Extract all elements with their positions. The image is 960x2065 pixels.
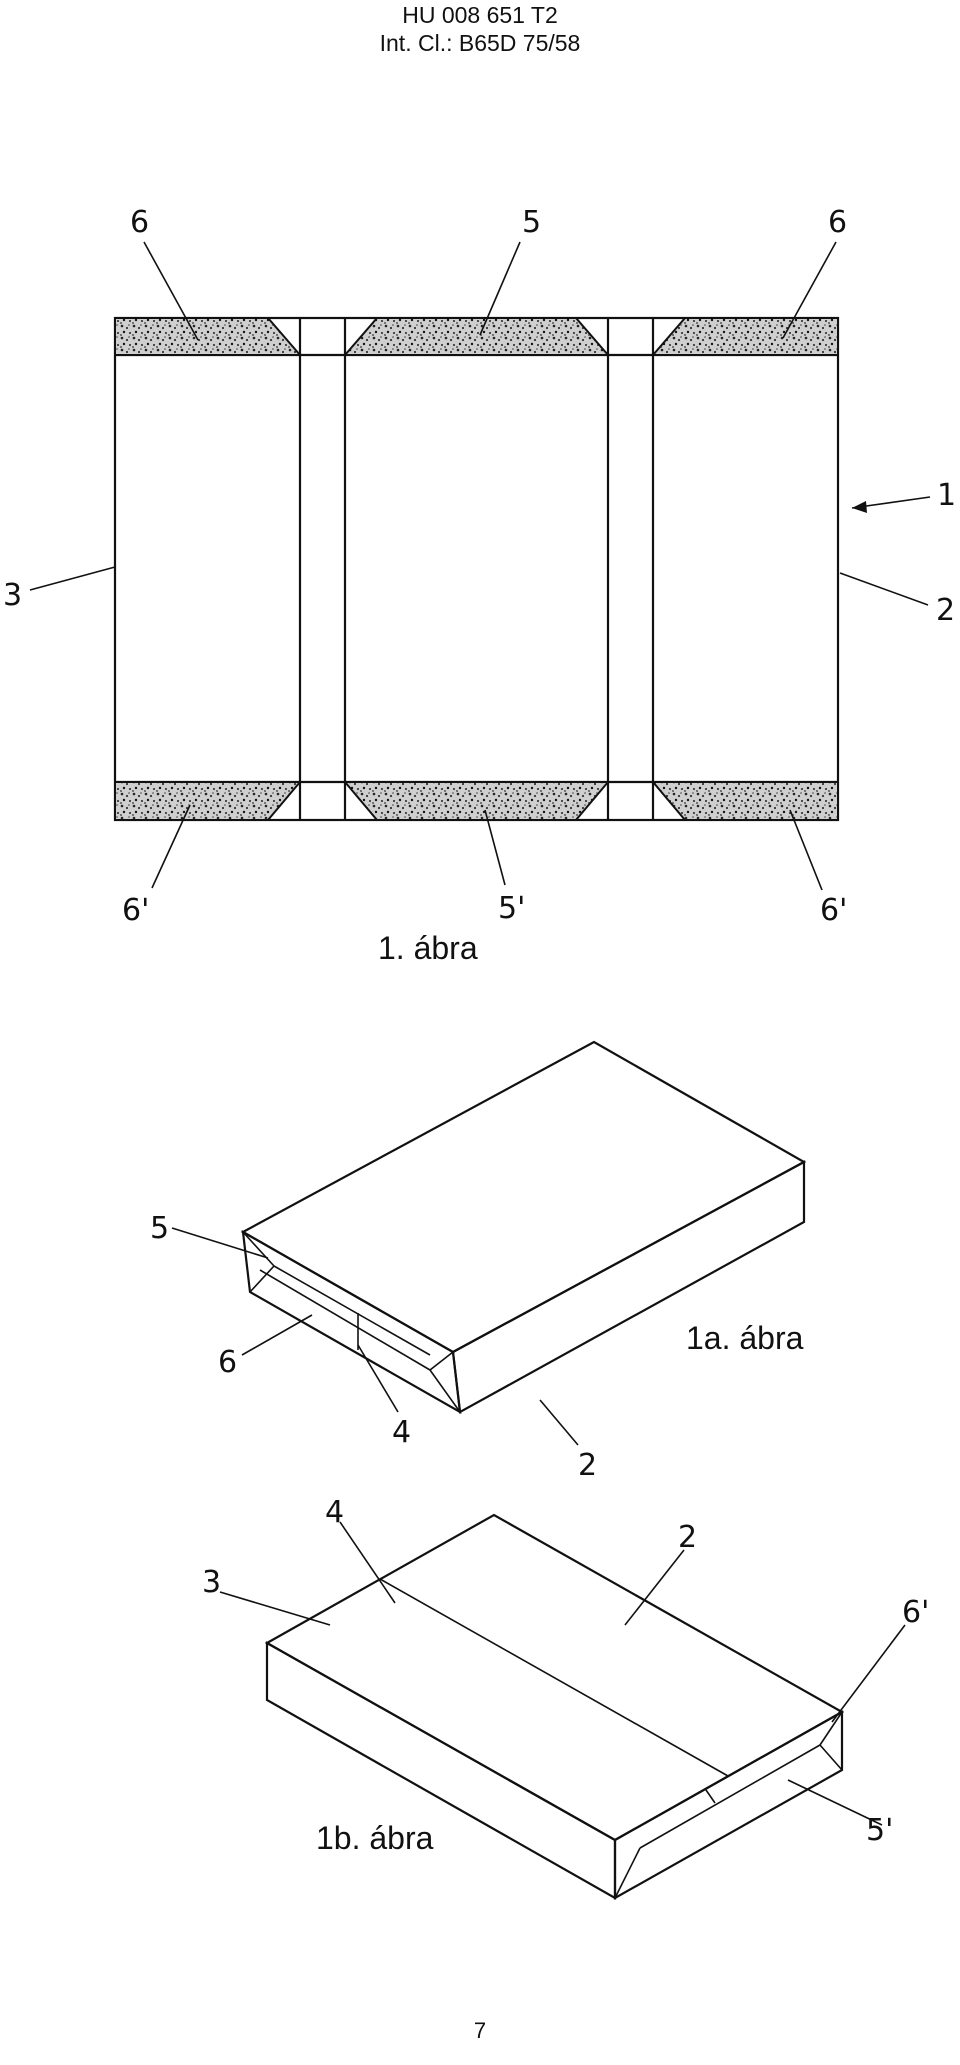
page-number: 7 xyxy=(473,2018,487,2043)
ref-2-b: 2 xyxy=(678,1520,697,1555)
figure-1b: 4 3 2 6' 5' xyxy=(202,1495,929,1900)
ref-6-top-right: 6 xyxy=(828,205,847,240)
package-top-face xyxy=(240,1040,807,1354)
figure-1a: 5 6 4 2 xyxy=(150,1040,807,1483)
ref-6-top-left: 6 xyxy=(130,205,149,240)
ref-5-top: 5 xyxy=(522,205,541,240)
ref-3: 3 xyxy=(3,578,22,613)
ref-6p-bottom-right: 6' xyxy=(820,893,847,928)
figure-1-caption: 1. ábra xyxy=(378,930,478,966)
adhesive-strip-6-top-right xyxy=(650,317,839,356)
ref-6p-bottom-left: 6' xyxy=(122,893,149,928)
adhesive-strip-5-top xyxy=(342,317,611,356)
ref-6: 6 xyxy=(218,1345,237,1380)
adhesive-strip-6-top-left xyxy=(114,317,303,356)
ref-1: 1 xyxy=(937,478,956,513)
ref-5p-bottom: 5' xyxy=(498,891,525,926)
classification: Int. Cl.: B65D 75/58 xyxy=(379,30,581,56)
blank-outline xyxy=(113,316,840,822)
ref-5p-b: 5' xyxy=(866,1813,893,1848)
ref-4: 4 xyxy=(392,1415,411,1450)
ref-5: 5 xyxy=(150,1211,169,1246)
figure-1a-caption: 1a. ábra xyxy=(686,1320,804,1356)
ref-4-b: 4 xyxy=(325,1495,344,1530)
ref-2: 2 xyxy=(936,593,955,628)
figure-1: 6 5 6 1 2 3 6' 5' 6' xyxy=(3,205,956,928)
ref-3-b: 3 xyxy=(202,1565,221,1600)
ref-2: 2 xyxy=(578,1448,597,1483)
document-number: HU 008 651 T2 xyxy=(402,2,558,28)
adhesive-strip-6p-bottom-right xyxy=(650,781,839,821)
adhesive-strip-6p-bottom-left xyxy=(114,781,303,821)
figure-1b-caption: 1b. ábra xyxy=(316,1820,434,1856)
adhesive-strip-5p-bottom xyxy=(342,781,611,821)
ref-6p-b: 6' xyxy=(902,1595,929,1630)
